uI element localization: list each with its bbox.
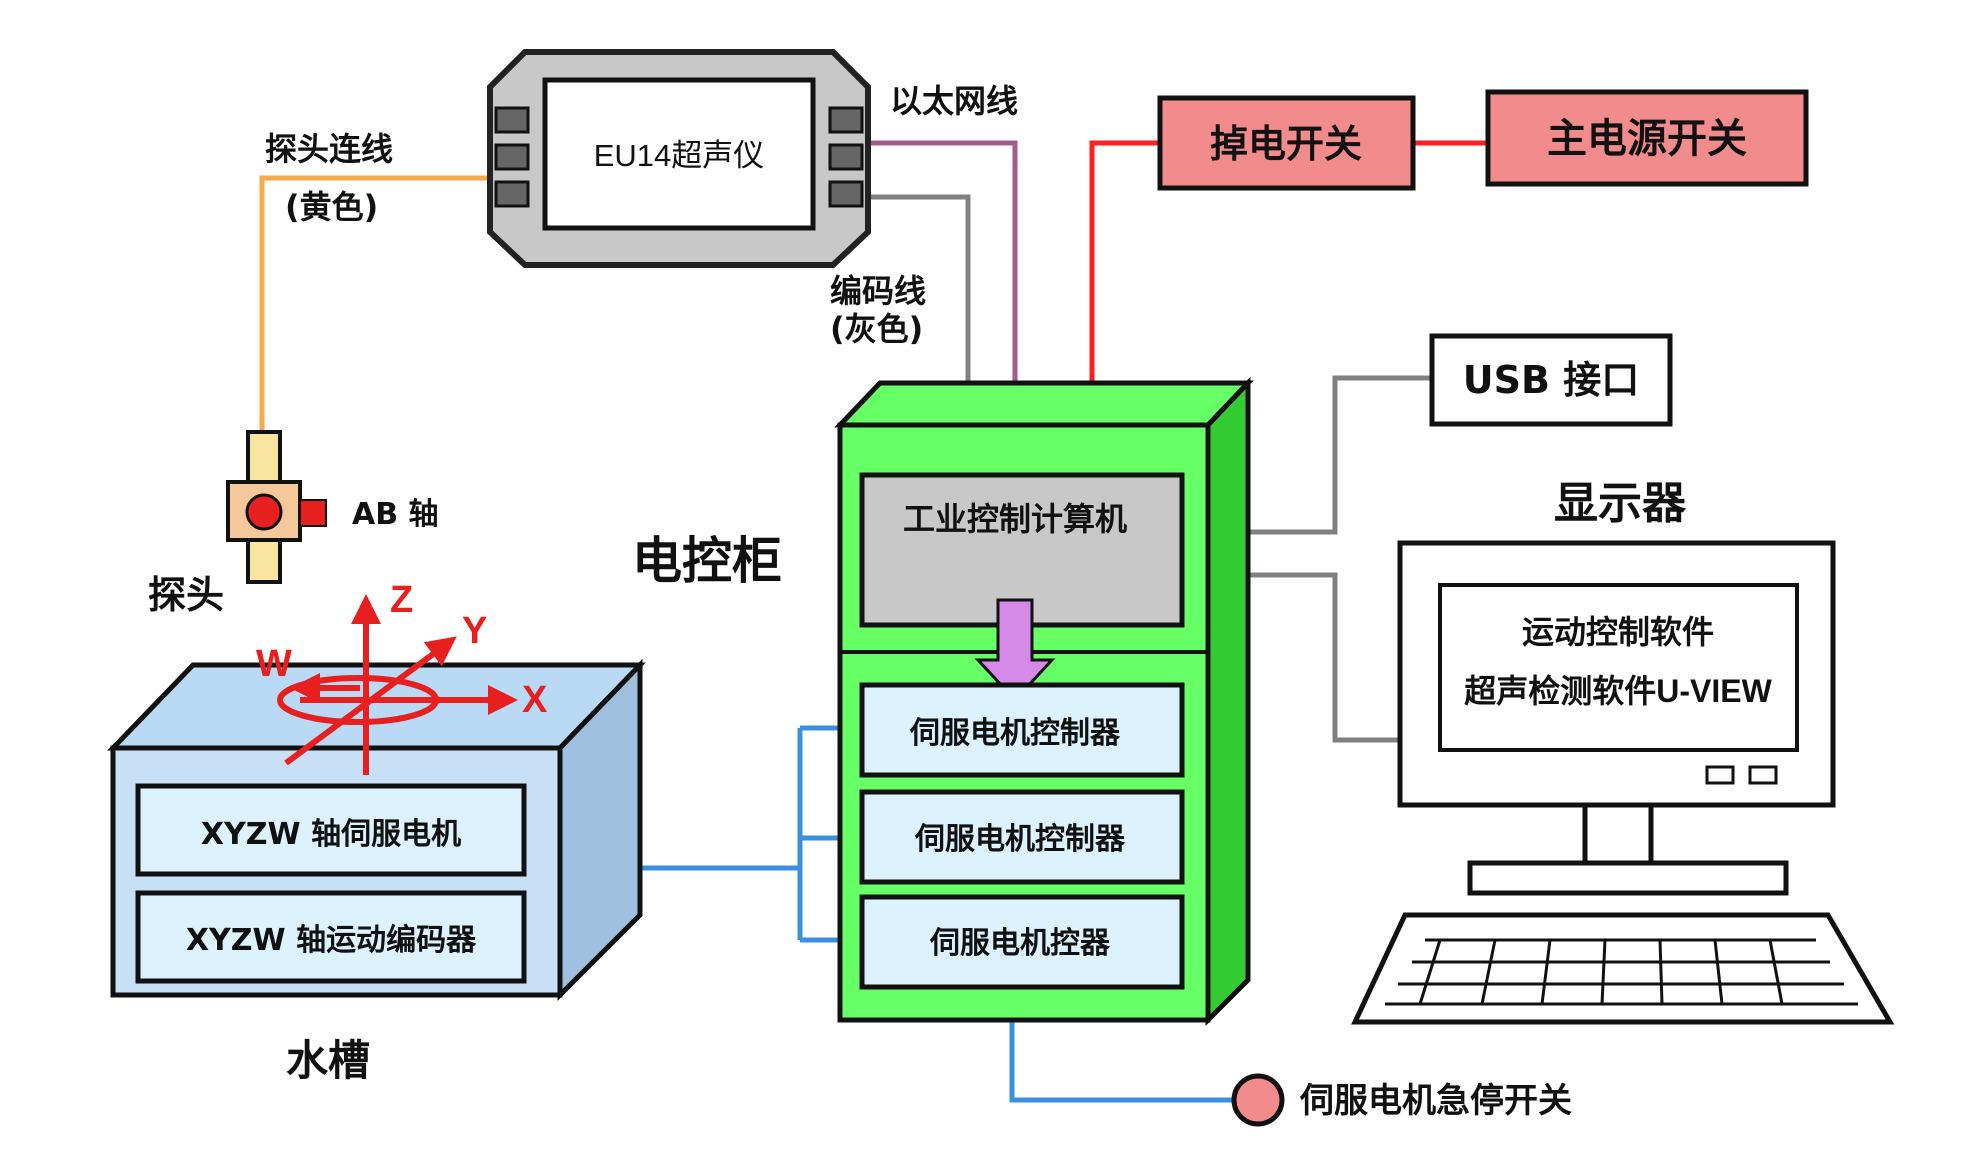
down-arrow-icon (974, 598, 1056, 703)
axis-z-label: Z (390, 579, 413, 621)
ab-axis-label: AB 轴 (352, 497, 439, 532)
usb-port-box: USB 接口 (1429, 333, 1673, 427)
servo-controller-1-label: 伺服电机控制器 (909, 716, 1121, 751)
encoder-cable-color-label: (灰色) (830, 310, 923, 348)
main-power-switch-label: 主电源开关 (1547, 116, 1747, 162)
axis-system (277, 594, 518, 775)
water-tank: XYZW 轴伺服电机 XYZW 轴运动编码器 (107, 658, 646, 1002)
monitor-button-2 (1748, 765, 1778, 785)
emergency-stop-label: 伺服电机急停开关 (1299, 1081, 1572, 1121)
motion-software-label: 运动控制软件 (1522, 614, 1714, 650)
probe-head-icon (245, 493, 283, 531)
probe-label: 探头 (148, 573, 224, 617)
eu14-instrument: EU14超声仪 (487, 49, 871, 268)
xyzw-encoder-box (135, 890, 527, 984)
power-wire (1089, 140, 1160, 383)
probe-cable-label: 探头连线 (265, 130, 393, 168)
servo-controller-1 (859, 682, 1185, 778)
probe (226, 430, 327, 584)
keyboard-icon (1351, 912, 1895, 1025)
xyzw-servo-box (135, 783, 527, 877)
control-cabinet: 工业控制计算机 伺服电机控制器 伺服电机控制器 伺服电机控器 (834, 376, 1254, 1027)
emergency-stop-icon (1231, 1073, 1285, 1127)
ut-software-label: 超声检测软件U-VIEW (1464, 673, 1772, 709)
cabinet-label: 电控柜 (632, 532, 782, 590)
servo-controller-3 (859, 894, 1185, 990)
monitor-screen (1438, 583, 1799, 752)
servo-controller-3-label: 伺服电机控器 (929, 926, 1111, 961)
servo-controller-2-label: 伺服电机控制器 (914, 822, 1126, 857)
servo-bus-wire (578, 725, 862, 943)
power-off-switch: 掉电开关 (1157, 95, 1416, 191)
power-off-switch-label: 掉电开关 (1210, 122, 1362, 166)
monitor-label: 显示器 (1554, 478, 1687, 529)
monitor: 运动控制软件 超声检测软件U-VIEW (1397, 540, 1836, 896)
probe-cable-color-label: (黄色) (285, 188, 378, 226)
xyzw-encoder-label: XYZW 轴运动编码器 (186, 923, 477, 958)
eu14-label: EU14超声仪 (594, 138, 765, 173)
ethernet-label: 以太网线 (890, 82, 1018, 120)
servo-controller-2 (859, 789, 1185, 885)
encoder-wire (868, 194, 971, 470)
monitor-wire (1182, 572, 1400, 743)
probe-cable-wire (259, 175, 490, 432)
usb-port-label: USB 接口 (1463, 358, 1639, 402)
ethernet-wire (868, 140, 1018, 470)
usb-wire (1182, 375, 1432, 535)
ipc-label: 工业控制计算机 (903, 500, 1127, 538)
axis-x-label: X (522, 679, 548, 721)
xyzw-servo-label: XYZW 轴伺服电机 (201, 817, 461, 852)
axis-y-label: Y (462, 610, 487, 652)
water-tank-label: 水槽 (286, 1036, 370, 1085)
main-power-switch: 主电源开关 (1485, 89, 1809, 187)
axis-w-label: W (256, 643, 292, 685)
emergency-wire (1009, 990, 1235, 1103)
monitor-button-1 (1705, 765, 1735, 785)
encoder-cable-label: 编码线 (830, 272, 926, 310)
